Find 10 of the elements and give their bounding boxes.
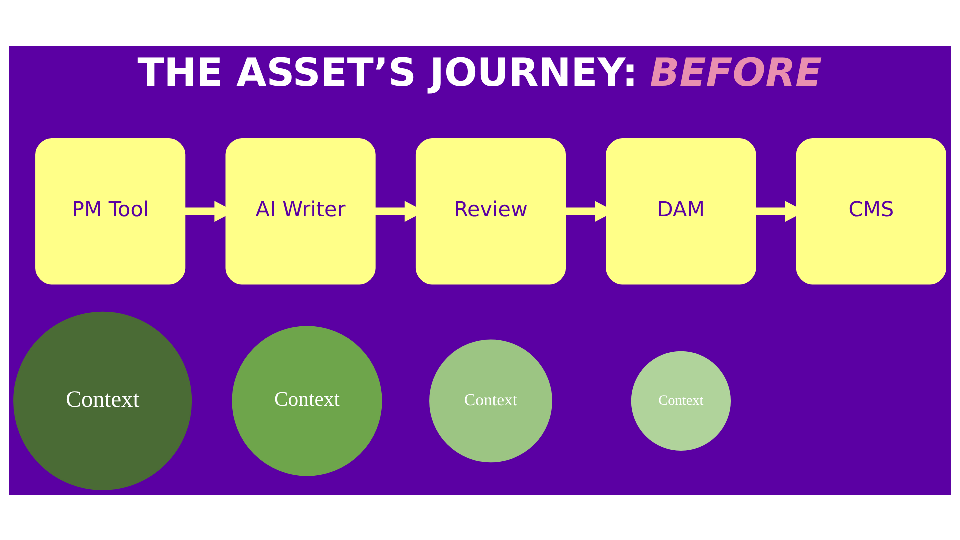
node-box: DAM <box>606 138 756 284</box>
node-box: CMS <box>796 138 946 284</box>
node-box: Review <box>416 138 566 284</box>
node-circle: Context <box>430 339 552 462</box>
node-circle: Context <box>631 350 732 450</box>
diagram-title: THE ASSET’S JOURNEY: BEFORE <box>138 50 822 96</box>
node-box: PM Tool <box>36 138 186 284</box>
node-circle: Context <box>232 326 382 476</box>
node-circle: Context <box>14 311 192 490</box>
node-box: AI Writer <box>226 138 376 284</box>
